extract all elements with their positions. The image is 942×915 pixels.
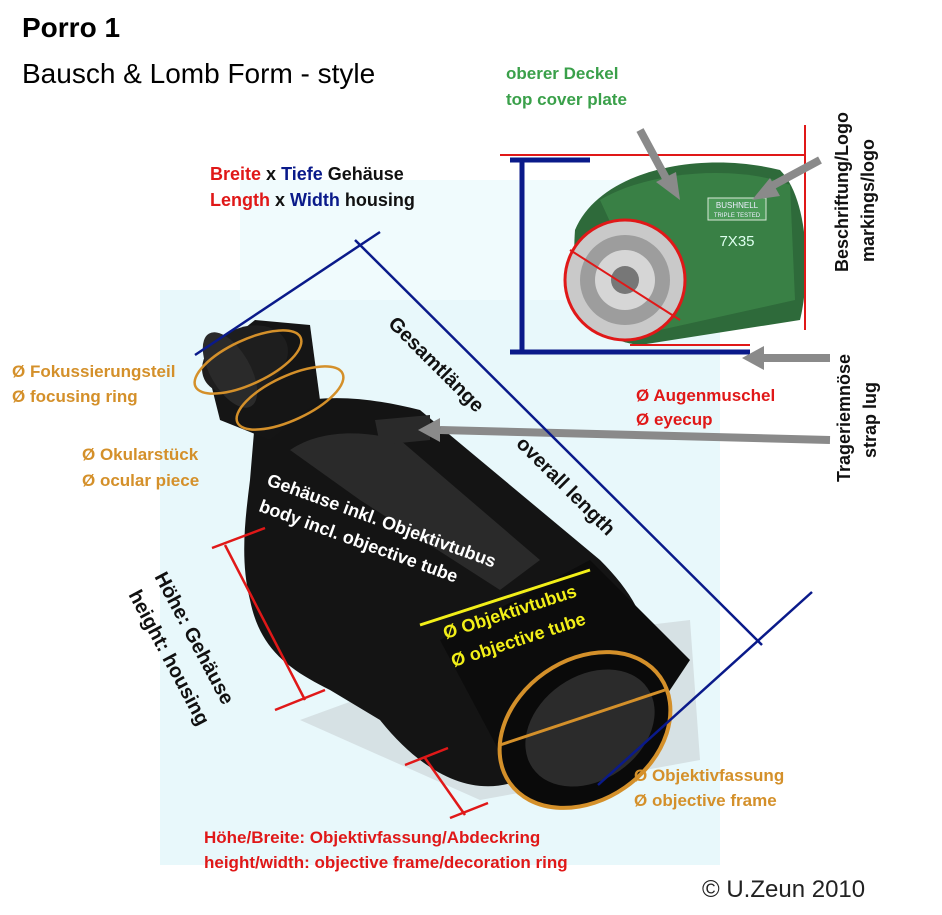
marking-power: 7X35: [719, 233, 754, 250]
strap-lug-shape: [375, 415, 430, 445]
label-housing-dims-de: Breite x Tiefe Gehäuse: [210, 164, 404, 184]
page-subtitle: Bausch & Lomb Form - style: [22, 58, 376, 89]
label-housing-dims-en: Length x Width housing: [210, 190, 415, 210]
marking-tested: TRIPLE TESTED: [714, 213, 761, 219]
label-top-cover-en: top cover plate: [506, 90, 627, 109]
objective-lens: [525, 669, 655, 787]
label-strap-en: strap lug: [860, 381, 880, 458]
label-frame-ring-en: height/width: objective frame/decoration…: [204, 853, 568, 872]
label-focusing-de: Ø Fokussierungsteil: [12, 362, 176, 381]
copyright: © U.Zeun 2010: [702, 876, 866, 903]
label-obj-frame-en: Ø objective frame: [634, 791, 777, 810]
label-focusing-en: Ø focusing ring: [12, 387, 138, 406]
label-eyecup-en: Ø eyecup: [636, 410, 713, 429]
label-ocular-de: Ø Okularstück: [82, 445, 199, 464]
page-title: Porro 1: [22, 12, 121, 43]
label-top-cover-de: oberer Deckel: [506, 64, 619, 83]
marking-brand: BUSHNELL: [716, 201, 759, 210]
objective-frame-diameter: [499, 688, 666, 747]
label-obj-frame-de: Ø Objektivfassung: [634, 766, 785, 785]
label-logo-de: Beschriftung/Logo: [832, 112, 852, 272]
label-ocular-en: Ø ocular piece: [82, 471, 200, 490]
label-strap-de: Trageriemnöse: [834, 353, 854, 482]
body-highlight: [290, 433, 540, 590]
label-eyecup-de: Ø Augenmuschel: [636, 386, 776, 405]
objective-tube-diameter: [419, 568, 591, 627]
label-frame-ring-de: Höhe/Breite: Objektivfassung/Abdeckring: [204, 828, 541, 847]
label-logo-en: markings/logo: [858, 138, 878, 262]
